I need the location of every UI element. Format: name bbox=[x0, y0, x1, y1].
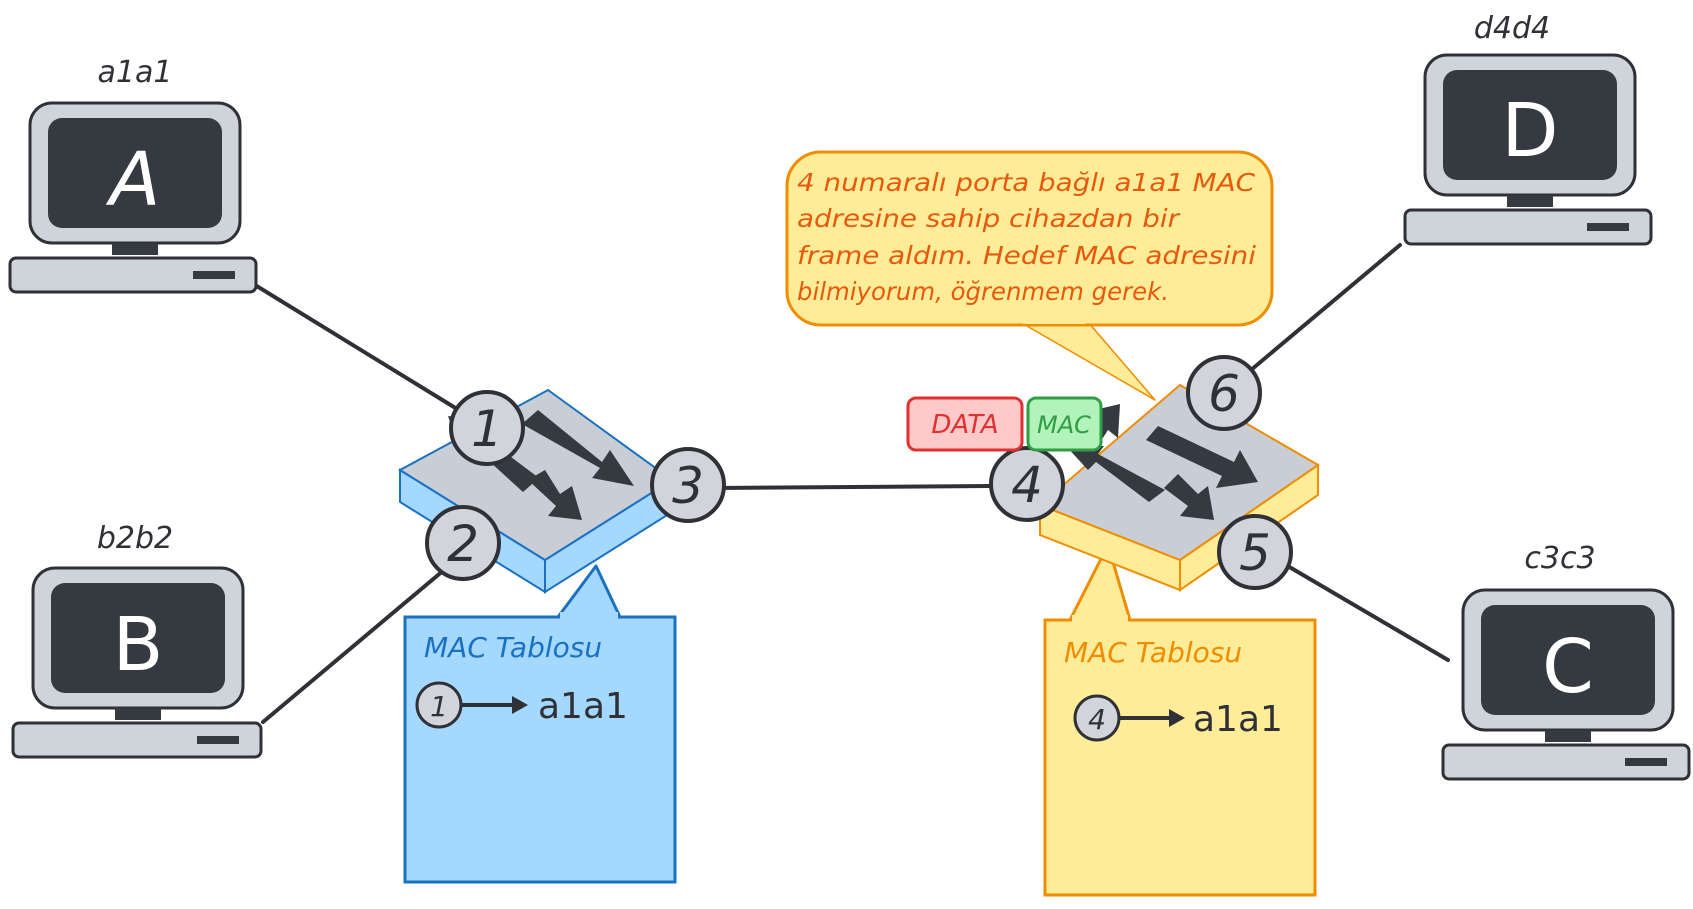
port-2: 2 bbox=[425, 505, 501, 581]
data-block bbox=[906, 396, 1024, 452]
arrow-icon bbox=[1164, 474, 1214, 520]
link-a-port1 bbox=[253, 283, 464, 414]
entry-port-number: 1 bbox=[430, 690, 448, 723]
port-number: 5 bbox=[1239, 524, 1271, 582]
port-number: 4 bbox=[1011, 456, 1043, 514]
table-title: MAC Tablosu bbox=[424, 631, 602, 664]
switch-arrows bbox=[1066, 404, 1258, 520]
port-4: 4 bbox=[989, 446, 1065, 522]
port-number: 2 bbox=[447, 515, 479, 573]
mac-table-right: MAC Tablosu 4 a1a1 bbox=[1043, 543, 1317, 897]
computer-base bbox=[1441, 743, 1691, 781]
host-letter: D bbox=[1502, 88, 1559, 174]
port-5: 5 bbox=[1217, 514, 1293, 590]
host-mac-label: b2b2 bbox=[97, 521, 173, 556]
monitor-stand bbox=[1507, 195, 1553, 207]
callout-body bbox=[785, 150, 1274, 327]
drive-slot bbox=[1625, 758, 1667, 766]
port-number: 3 bbox=[672, 457, 704, 515]
port-1: 1 bbox=[449, 390, 525, 466]
monitor-screen bbox=[1481, 605, 1655, 715]
arrow-icon bbox=[1066, 446, 1165, 502]
monitor-screen bbox=[48, 118, 222, 228]
connection-lines bbox=[253, 243, 1450, 724]
arrow-icon bbox=[528, 470, 582, 520]
monitor-screen bbox=[51, 583, 225, 693]
arrow-icon bbox=[1146, 426, 1258, 488]
mac-block bbox=[1026, 396, 1103, 452]
link-b-port2 bbox=[261, 568, 446, 724]
entry-arrowhead bbox=[512, 696, 528, 714]
callout-tail bbox=[1019, 321, 1156, 401]
computer-base bbox=[11, 721, 263, 759]
host-a: A a1a1 bbox=[8, 55, 258, 294]
port-circles: 1 2 3 4 5 6 bbox=[425, 355, 1293, 590]
port-number: 1 bbox=[471, 400, 503, 458]
entry-port-number: 4 bbox=[1088, 703, 1106, 736]
switch-top bbox=[1038, 383, 1320, 562]
link-port3-port4 bbox=[716, 484, 992, 490]
host-letter: A bbox=[106, 137, 161, 223]
host-mac-label: d4d4 bbox=[1474, 11, 1550, 46]
link-port5-c bbox=[1284, 563, 1450, 662]
entry-mac: a1a1 bbox=[538, 686, 628, 727]
port-6: 6 bbox=[1186, 355, 1262, 431]
monitor-screen bbox=[1443, 70, 1617, 180]
host-b: B b2b2 bbox=[11, 521, 263, 759]
table-body bbox=[1043, 618, 1317, 897]
switch-right bbox=[1038, 383, 1320, 592]
callout-line-2: adresine sahip cihazdan bir bbox=[797, 204, 1181, 233]
monitor-stand bbox=[1545, 730, 1591, 742]
table-body bbox=[403, 615, 677, 884]
drive-slot bbox=[193, 271, 235, 279]
entry-mac: a1a1 bbox=[1193, 699, 1283, 740]
drive-slot bbox=[197, 736, 239, 744]
callout-bubble: 4 numaralı porta bağlı a1a1 MAC adresine… bbox=[785, 150, 1274, 401]
host-d: D d4d4 bbox=[1403, 11, 1653, 246]
host-mac-label: c3c3 bbox=[1524, 541, 1595, 576]
monitor-stand bbox=[115, 708, 161, 720]
computer-base bbox=[8, 256, 258, 294]
callout-line-4: bilmiyorum, öğrenmem gerek. bbox=[797, 277, 1169, 306]
data-label: DATA bbox=[931, 410, 998, 440]
mac-label: MAC bbox=[1037, 411, 1091, 439]
monitor-stand bbox=[112, 243, 158, 255]
port-number: 6 bbox=[1208, 365, 1240, 423]
host-c: C c3c3 bbox=[1441, 541, 1691, 781]
host-letter: C bbox=[1542, 624, 1594, 710]
port-3: 3 bbox=[650, 447, 726, 523]
callout-line-1: 4 numaralı porta bağlı a1a1 MAC bbox=[797, 168, 1256, 197]
callout-line-3: frame aldım. Hedef MAC adresini bbox=[797, 241, 1256, 270]
table-title: MAC Tablosu bbox=[1064, 636, 1242, 669]
host-mac-label: a1a1 bbox=[98, 55, 173, 90]
computer-base bbox=[1403, 208, 1653, 246]
link-port6-d bbox=[1243, 243, 1402, 377]
switch-left bbox=[398, 388, 674, 594]
drive-slot bbox=[1587, 223, 1629, 231]
mac-table-left: MAC Tablosu 1 a1a1 bbox=[403, 564, 677, 884]
frame-packet: DATA MAC bbox=[906, 396, 1103, 452]
host-letter: B bbox=[113, 602, 164, 688]
entry-arrowhead bbox=[1169, 709, 1185, 727]
arrow-icon bbox=[522, 410, 634, 486]
